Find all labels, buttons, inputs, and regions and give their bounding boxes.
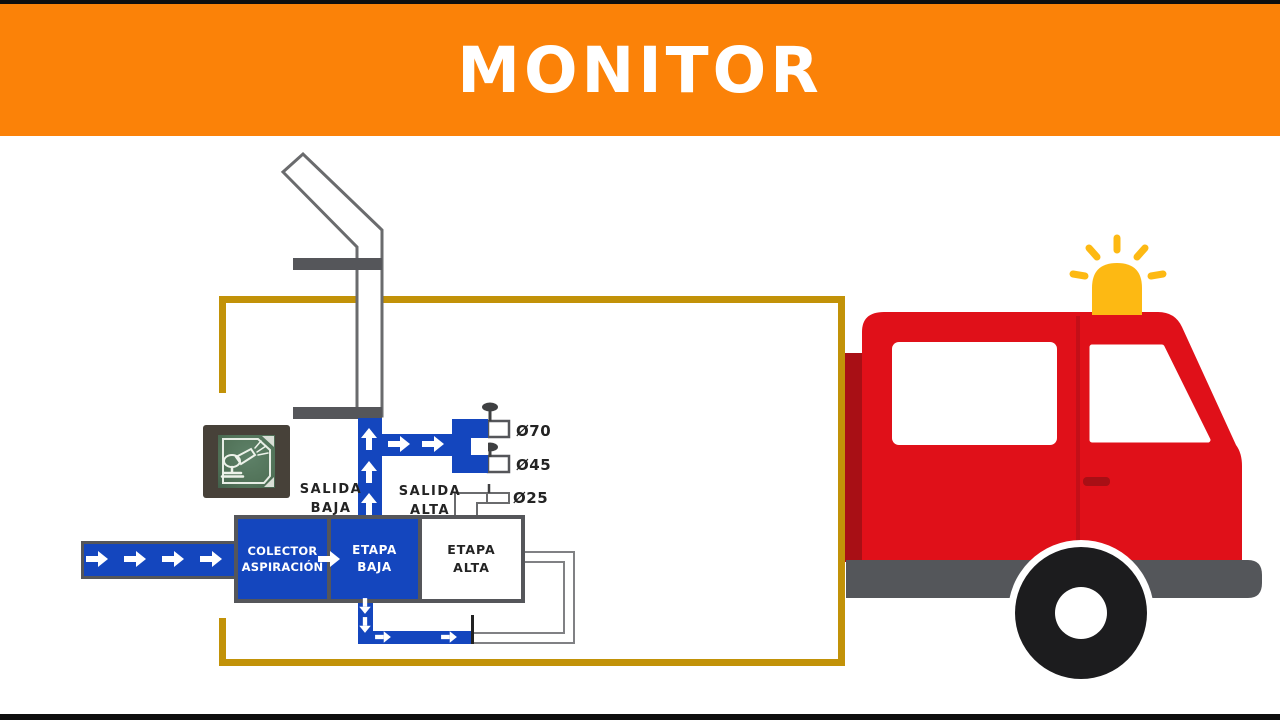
outlet-70-port <box>486 419 511 439</box>
flow-arrow-right-icon <box>86 551 108 567</box>
siren-light-icon <box>1092 263 1142 315</box>
truck-cab <box>862 312 1242 562</box>
mast-upper-bracket <box>293 258 382 270</box>
frame-left-lower-edge <box>219 618 226 666</box>
etapa-baja-label-line1: ETAPA <box>352 543 397 557</box>
letterbox-top <box>0 0 1280 4</box>
salida-alta-line1: SALIDA <box>398 484 462 499</box>
flow-arrow-right-icon <box>375 631 391 643</box>
flow-arrow-down-icon <box>359 598 371 614</box>
colector-aspiracion-box: COLECTOR ASPIRACIÓN <box>234 515 331 603</box>
fire-truck <box>844 234 1262 686</box>
flow-arrow-down-icon <box>359 617 371 633</box>
flow-arrow-right-icon <box>124 551 146 567</box>
colector-label-line2: ASPIRACIÓN <box>241 560 324 574</box>
etapa-alta-label-line2: ALTA <box>453 560 490 575</box>
truck-rear-window <box>892 342 1057 445</box>
outlet-70-label: Ø70 <box>516 422 552 440</box>
flow-arrow-right-icon <box>441 631 457 643</box>
salida-baja-label: SALIDA BAJA <box>290 480 372 518</box>
outlet-25-label: Ø25 <box>513 489 549 507</box>
letterbox-bottom <box>0 714 1280 720</box>
salida-baja-line2: BAJA <box>310 501 352 516</box>
flow-arrow-up-icon <box>361 428 377 450</box>
manifold-notch <box>471 438 488 455</box>
flow-arrow-right-icon <box>200 551 222 567</box>
flow-arrow-right-icon <box>422 436 444 452</box>
title-banner: MONITOR <box>0 4 1280 136</box>
etapa-alta-label-line1: ETAPA <box>447 542 496 557</box>
etapa-alta-box: ETAPA ALTA <box>418 515 525 603</box>
truck-rear-body <box>844 353 864 562</box>
outlet-70-valve-handle <box>482 402 498 412</box>
truck-bumper <box>846 560 1262 598</box>
monitor-mast-pipe <box>280 151 384 418</box>
truck-front-window <box>1089 344 1211 443</box>
etapa-baja-box: ETAPA BAJA <box>327 515 422 603</box>
return-pipe-cap <box>471 615 474 644</box>
salida-alta-line2: ALTA <box>409 503 451 518</box>
frame-left-upper-edge <box>219 296 226 393</box>
siren-rays-icon <box>1069 234 1167 280</box>
etapa-baja-label-line2: BAJA <box>357 560 392 574</box>
salida-alta-label: SALIDA ALTA <box>389 482 471 520</box>
flow-arrow-right-icon <box>162 551 184 567</box>
frame-right-edge <box>838 296 845 666</box>
flow-arrow-right-icon <box>318 551 340 567</box>
page-title: MONITOR <box>457 33 823 107</box>
flow-arrow-right-icon <box>388 436 410 452</box>
outlet-45-label: Ø45 <box>516 456 552 474</box>
frame-bottom-edge <box>219 659 845 666</box>
colector-label-line1: COLECTOR <box>247 544 318 558</box>
truck-door-handle <box>1083 477 1110 486</box>
monitor-nozzle-icon <box>220 436 274 487</box>
truck-door-seam <box>1076 316 1080 562</box>
truck-wheel <box>1008 540 1154 686</box>
outlet-45-port <box>486 454 511 474</box>
salida-baja-line1: SALIDA <box>299 482 363 497</box>
frame-top-edge <box>219 296 845 303</box>
